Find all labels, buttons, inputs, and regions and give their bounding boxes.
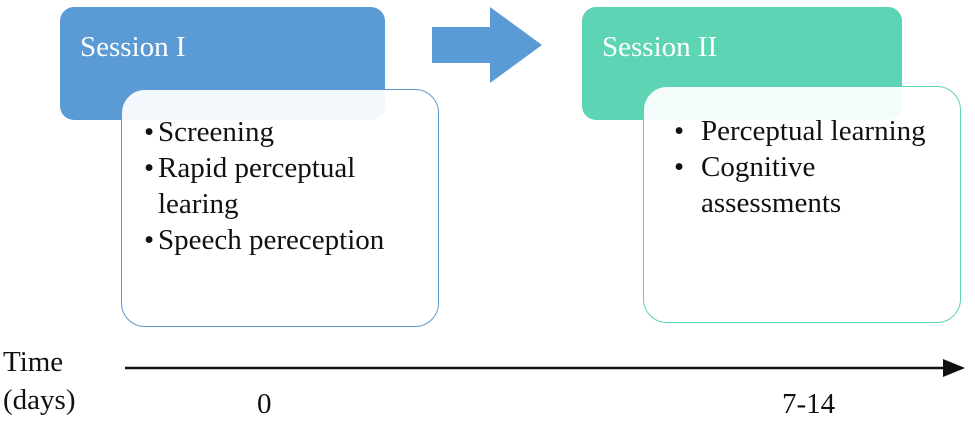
activity-label: Speech pereception bbox=[158, 224, 385, 256]
timeline-axis bbox=[125, 359, 965, 377]
arrowhead-icon bbox=[943, 359, 965, 377]
list-item: • Screening bbox=[144, 114, 430, 150]
list-item: • Speech pereception bbox=[144, 222, 430, 258]
timeline-tick-label: 7-14 bbox=[782, 388, 836, 420]
timeline-tick-label: 0 bbox=[257, 388, 272, 420]
timeline-label-line2: (days) bbox=[3, 384, 76, 416]
bullet-icon: • bbox=[144, 224, 155, 256]
timeline-axis-label: Time (days) bbox=[3, 343, 75, 419]
activity-label: Screening bbox=[158, 116, 274, 148]
session-1-activities-card: • Screening • Rapid perceptual learing •… bbox=[121, 89, 439, 327]
list-item: • Rapid perceptual learing bbox=[144, 150, 430, 222]
session-2-activities-card: • Perceptual learning • Cognitive assess… bbox=[643, 86, 961, 323]
session-1-title: Session I bbox=[80, 31, 186, 63]
bullet-icon: • bbox=[674, 115, 685, 147]
list-item: • Perceptual learning bbox=[674, 113, 952, 149]
right-arrow-icon bbox=[432, 7, 542, 83]
session-2-activities-list: • Perceptual learning • Cognitive assess… bbox=[674, 113, 952, 221]
session-1-activities-list: • Screening • Rapid perceptual learing •… bbox=[144, 114, 430, 258]
bullet-icon: • bbox=[144, 116, 155, 148]
list-item: • Cognitive assessments bbox=[674, 149, 952, 221]
activity-label: Cognitive assessments bbox=[701, 151, 842, 219]
session-2-title: Session II bbox=[602, 31, 718, 63]
bullet-icon: • bbox=[674, 151, 685, 183]
activity-label: Perceptual learning bbox=[701, 115, 926, 147]
bullet-icon: • bbox=[144, 152, 155, 184]
activity-label: Rapid perceptual learing bbox=[158, 152, 356, 220]
timeline-label-line1: Time bbox=[3, 346, 64, 378]
